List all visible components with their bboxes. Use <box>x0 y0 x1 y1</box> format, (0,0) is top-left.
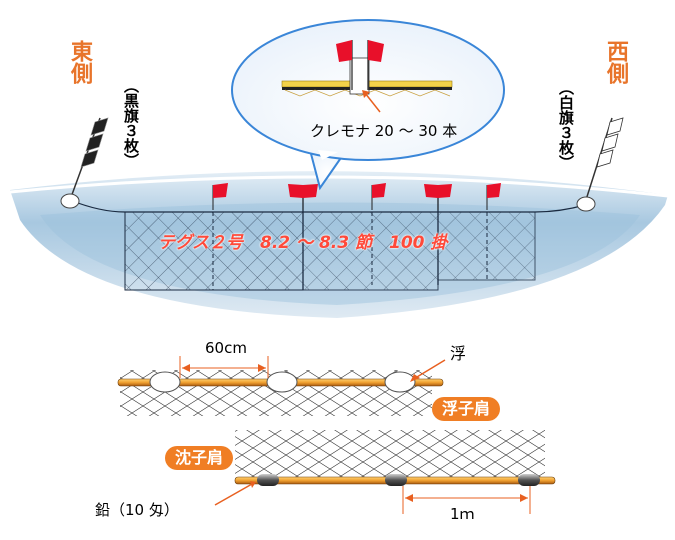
red-flag-icon <box>424 184 452 210</box>
float-icon <box>384 371 416 393</box>
west-buoy <box>576 117 624 212</box>
sinker-spacing-label: 1ｍ <box>450 505 475 523</box>
sinker-label: 鉛（10 匁） <box>95 501 179 519</box>
float-icon <box>266 371 298 393</box>
cremona-label: クレモナ 20 ～ 30 本 <box>310 122 458 140</box>
red-flag-icon <box>288 184 318 210</box>
sinker-rope-tag: 沈子肩 <box>165 446 234 470</box>
float-spacing-label: 60cm <box>205 339 247 357</box>
lead-sinker-icon <box>518 474 540 486</box>
float-rope-diagram <box>117 356 446 416</box>
east-buoy <box>60 117 109 209</box>
float-rope-tag: 浮子肩 <box>432 397 501 421</box>
east-side-title: 東側 <box>67 40 92 84</box>
west-side-title: 西側 <box>603 40 628 84</box>
water-surface-line <box>9 175 669 198</box>
callout-bubble <box>231 19 505 191</box>
red-flag-icon <box>371 183 386 210</box>
net-panel <box>124 211 304 291</box>
black-flag-icon <box>80 117 109 168</box>
lead-sinker-icon <box>385 474 407 486</box>
red-flag-icon <box>212 183 228 210</box>
net-panel <box>302 211 439 291</box>
net-spec-label: テグス２号 8.2 ～ 8.3 節 100 掛 <box>158 233 448 253</box>
white-flag-icon <box>596 117 624 168</box>
float-icon <box>149 371 181 393</box>
sinker-rope-diagram <box>214 430 556 514</box>
red-flag-icon <box>486 183 501 210</box>
float-label: 浮 <box>450 344 467 363</box>
lead-sinker-icon <box>257 474 279 486</box>
east-flag-note: （黒旗３枚） <box>122 78 140 168</box>
west-flag-note: （白旗３枚） <box>557 80 575 170</box>
